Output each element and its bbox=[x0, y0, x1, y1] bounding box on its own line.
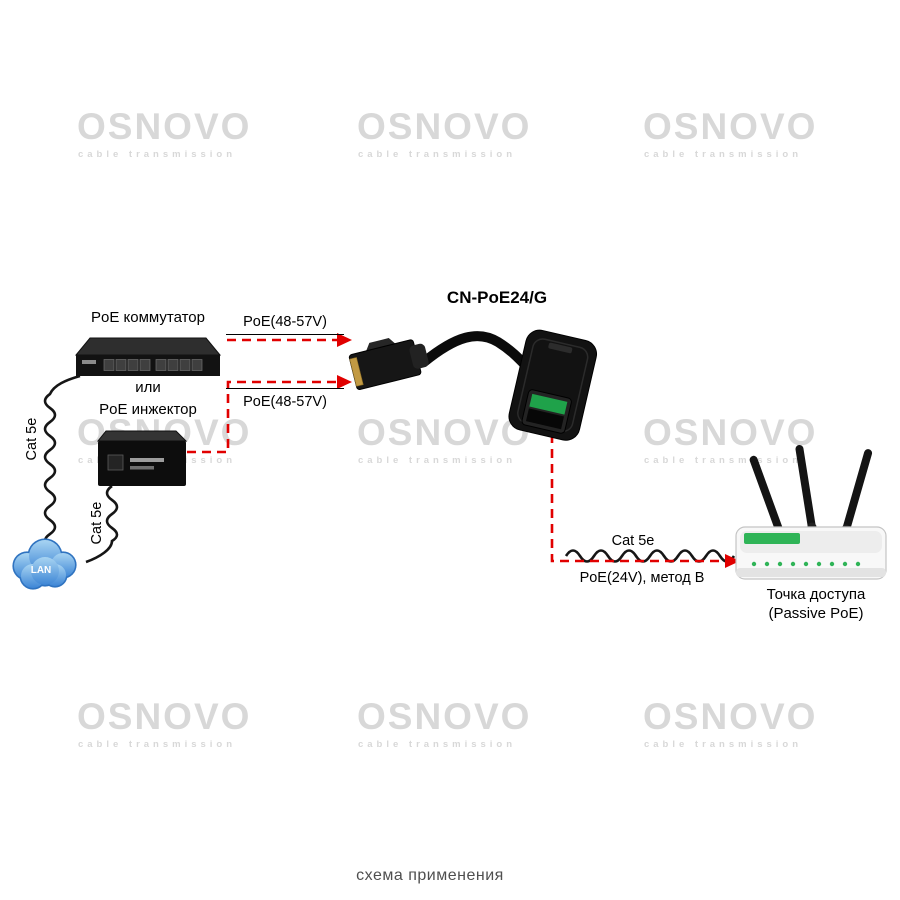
cat5e-switch-label: Cat 5e bbox=[23, 417, 40, 461]
watermark-tagline: cable transmission bbox=[77, 739, 237, 750]
watermark-tagline: cable transmission bbox=[643, 149, 803, 160]
lan-cloud-icon: LAN bbox=[12, 538, 77, 590]
watermark-logo: OSNOVO bbox=[643, 106, 818, 147]
rj45-plug bbox=[348, 338, 429, 391]
cat5e-injector-label: Cat 5e bbox=[88, 501, 105, 545]
arrowhead bbox=[337, 375, 352, 389]
watermark: OSNOVO cable transmission bbox=[357, 696, 532, 750]
converter-title: CN-PoE24/G bbox=[446, 288, 548, 307]
or-label: или bbox=[135, 379, 161, 396]
poe-arrow-from-injector bbox=[187, 375, 352, 454]
access-point-label-line1: Точка доступа bbox=[766, 586, 866, 603]
poe-injector-icon bbox=[96, 430, 188, 486]
poe-from-switch-label: PoE(48-57V) bbox=[226, 313, 344, 336]
watermark-logo: OSNOVO bbox=[77, 106, 252, 147]
poe-arrow-from-switch bbox=[227, 333, 352, 347]
led-row bbox=[751, 561, 861, 567]
access-point-label-line2: (Passive PoE) bbox=[768, 604, 864, 622]
watermark: OSNOVO cable transmission bbox=[77, 696, 252, 750]
cat5e-cable-converter-to-ap bbox=[564, 549, 736, 563]
watermark-logo: OSNOVO bbox=[357, 696, 532, 737]
antenna-right bbox=[842, 449, 873, 533]
poe-arrow-to-access-point bbox=[550, 434, 740, 568]
watermark-tagline: cable transmission bbox=[77, 149, 237, 160]
antenna-left bbox=[749, 455, 785, 538]
arrowhead bbox=[337, 333, 352, 347]
antenna-middle bbox=[795, 444, 816, 531]
injector-label: PoE инжектор bbox=[99, 401, 197, 418]
brand-badge bbox=[744, 533, 800, 544]
watermark-tagline: cable transmission bbox=[357, 149, 517, 160]
poe-converter-icon bbox=[348, 329, 598, 441]
watermark-tagline: cable transmission bbox=[357, 739, 517, 750]
watermark: OSNOVO cable transmission bbox=[77, 106, 252, 160]
watermark-logo: OSNOVO bbox=[77, 696, 252, 737]
watermark-logo: OSNOVO bbox=[357, 106, 532, 147]
watermark-logo: OSNOVO bbox=[357, 412, 532, 453]
watermark: OSNOVO cable transmission bbox=[643, 696, 818, 750]
switch-label: PoE коммутатор bbox=[91, 309, 205, 326]
cat5e-cable-switch-to-lan bbox=[43, 374, 81, 558]
poe-out-label: PoE(24V), метод B bbox=[579, 570, 705, 586]
lan-label: LAN bbox=[31, 565, 52, 576]
converter-body bbox=[508, 329, 598, 441]
poe-switch-icon bbox=[74, 337, 222, 376]
cat5e-cable-injector-to-lan bbox=[85, 484, 119, 564]
watermark: OSNOVO cable transmission bbox=[643, 106, 818, 160]
arrowhead bbox=[725, 554, 740, 568]
access-point-icon bbox=[735, 444, 887, 580]
watermark-logo: OSNOVO bbox=[643, 412, 818, 453]
watermark-logo: OSNOVO bbox=[643, 696, 818, 737]
cat5e-out-label: Cat 5e bbox=[611, 533, 655, 549]
watermark-tagline: cable transmission bbox=[643, 739, 803, 750]
watermark: OSNOVO cable transmission bbox=[643, 412, 818, 466]
watermark: OSNOVO cable transmission bbox=[357, 412, 532, 466]
converter-cable bbox=[419, 331, 537, 377]
access-point-label: Точка доступа (Passive PoE) bbox=[740, 586, 892, 624]
watermark: OSNOVO cable transmission bbox=[357, 106, 532, 160]
watermark-tagline: cable transmission bbox=[643, 455, 803, 466]
watermark-tagline: cable transmission bbox=[357, 455, 517, 466]
page-caption: схема применения bbox=[356, 867, 504, 884]
poe-from-injector-label: PoE(48-57V) bbox=[226, 388, 344, 411]
